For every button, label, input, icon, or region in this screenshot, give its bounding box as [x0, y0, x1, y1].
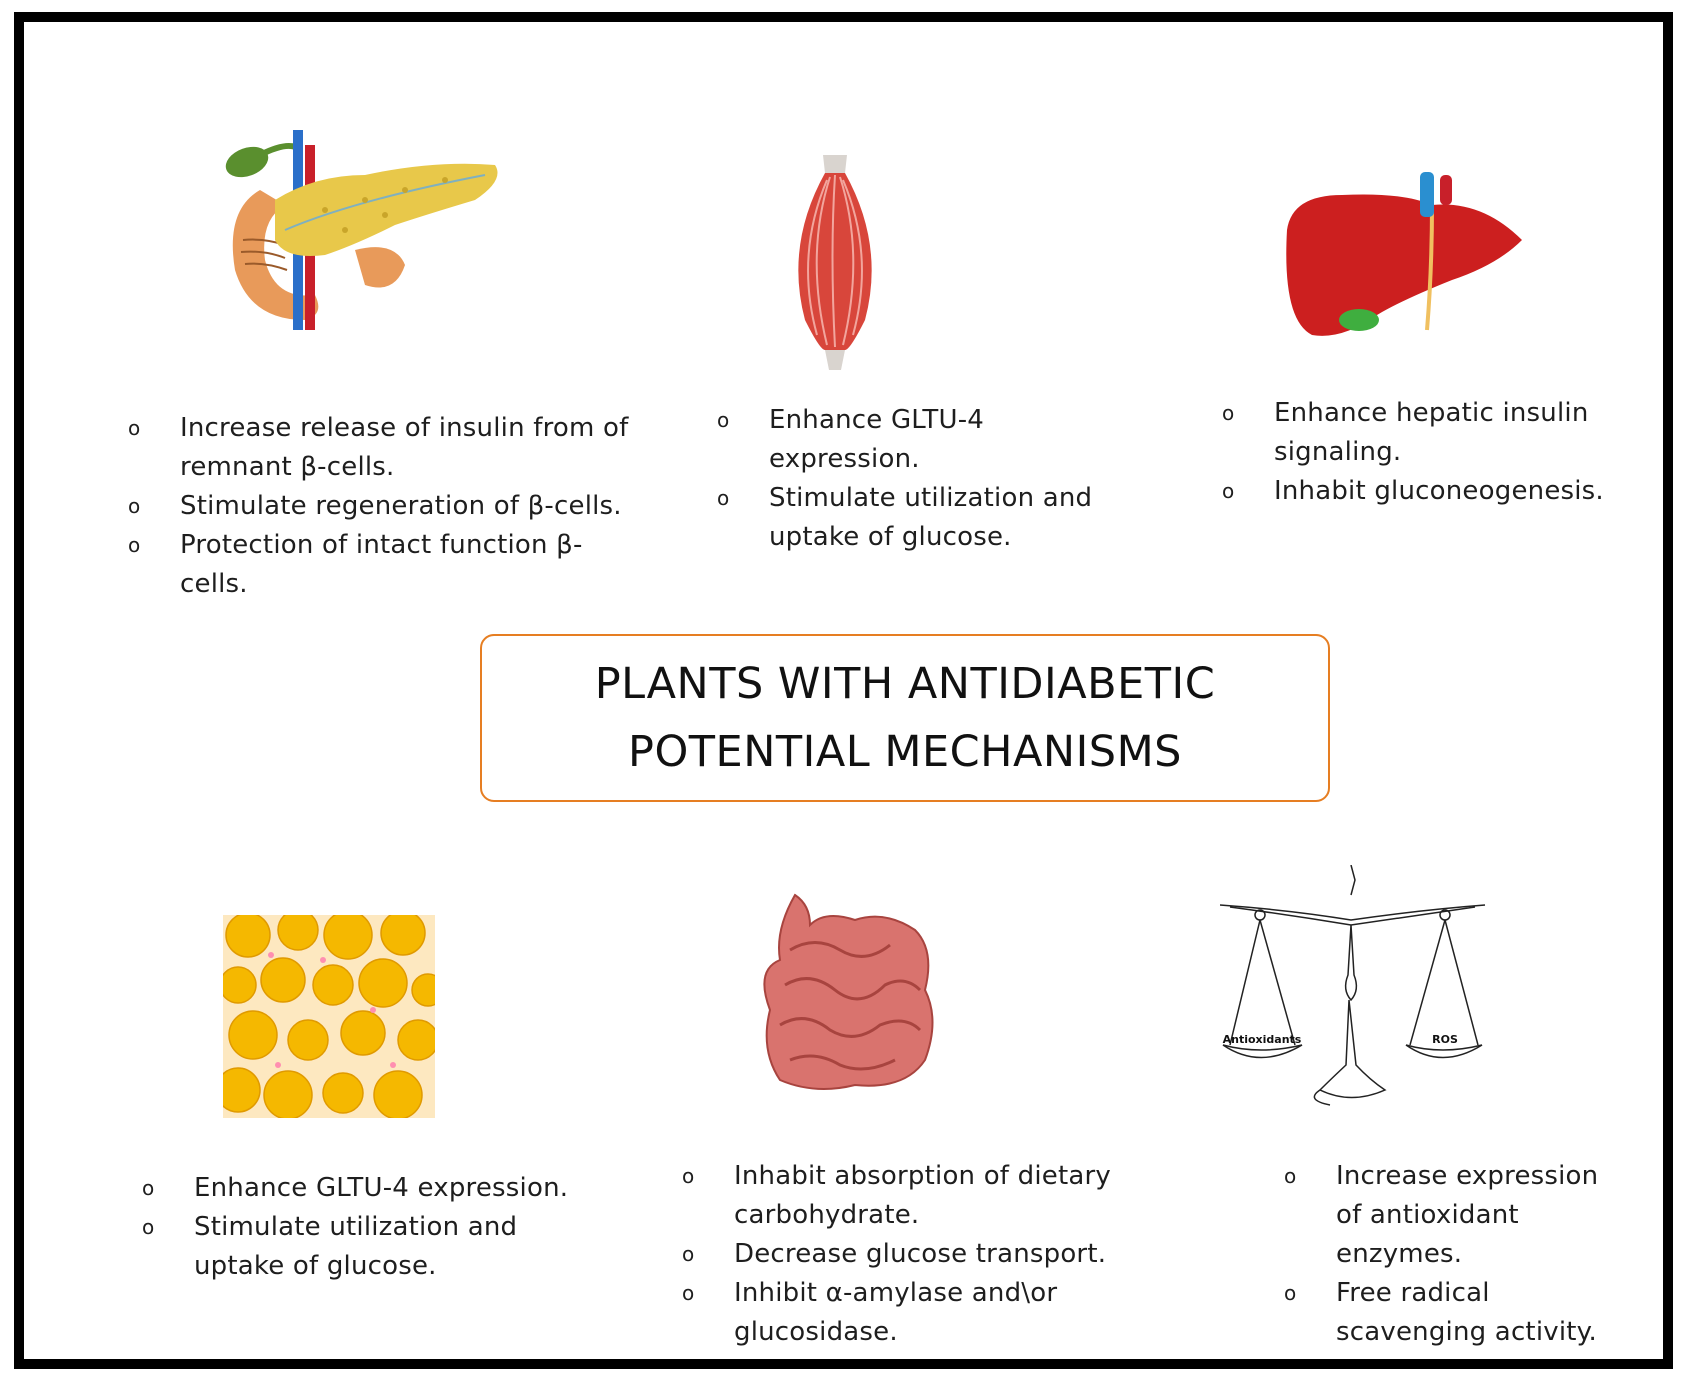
list-item: o Free radical scavenging activity. [1284, 1274, 1604, 1352]
antioxidants-pan-label: Antioxidants [1223, 1033, 1302, 1046]
list-item: o Decrease glucose transport. [682, 1235, 1222, 1274]
balance-mechanism-list: o Increase expression of antioxidant enzy… [1284, 1157, 1604, 1352]
list-item-text: Enhance GLTU-4 expression. [769, 405, 985, 474]
list-item: o Inhabit gluconeogenesis. [1222, 472, 1642, 511]
ros-pan-label: ROS [1432, 1033, 1458, 1046]
bullet-marker: o [128, 494, 141, 518]
adipose-cells-icon [215, 909, 445, 1120]
list-item-text: Inhabit gluconeogenesis. [1274, 476, 1604, 506]
list-item-text: Free radical scavenging activity. [1336, 1278, 1598, 1347]
list-item-text: Inhabit absorption of dietary carbohydra… [734, 1161, 1111, 1230]
list-item-text: Inhibit α-amylase and\or glucosidase. [734, 1278, 1058, 1347]
bullet-marker: o [1284, 1281, 1297, 1305]
bullet-marker: o [128, 416, 141, 440]
list-item-text: Decrease glucose transport. [734, 1239, 1107, 1269]
list-item: o Increase expression of antioxidant enzy… [1284, 1157, 1604, 1274]
list-item: o Inhibit α-amylase and\or glucosidase. [682, 1274, 1222, 1352]
intestine-mechanism-list: o Inhabit absorption of dietary carbohydr… [682, 1157, 1222, 1352]
list-item: o Inhabit absorption of dietary carbohydr… [682, 1157, 1222, 1235]
list-item-text: Increase release of insulin from of remn… [180, 413, 629, 482]
title-line-2: POTENTIAL MECHANISMS [628, 727, 1182, 777]
list-item: o Enhance hepatic insulin signaling. [1222, 394, 1642, 472]
list-item-text: Enhance GLTU-4 expression. [194, 1173, 569, 1203]
list-item: o Stimulate utilization and uptake of glu… [717, 479, 1137, 557]
pancreas-mechanism-list: o Increase release of insulin from of rem… [128, 409, 648, 604]
list-item-text: Stimulate utilization and uptake of gluc… [769, 483, 1093, 552]
list-item-text: Increase expression of antioxidant enzym… [1336, 1161, 1599, 1269]
list-item: o Increase release of insulin from of rem… [128, 409, 648, 487]
muscle-icon [785, 155, 885, 370]
list-item-text: Protection of intact function β-cells. [180, 530, 583, 599]
intestine-icon [755, 890, 935, 1095]
list-item: o Protection of intact function β-cells. [128, 526, 648, 604]
bullet-marker: o [682, 1281, 695, 1305]
bullet-marker: o [682, 1164, 695, 1188]
list-item: o Stimulate utilization and uptake of glu… [142, 1208, 602, 1286]
title-line-1: PLANTS WITH ANTIDIABETIC [594, 659, 1216, 709]
list-item-text: Stimulate utilization and uptake of gluc… [194, 1212, 518, 1281]
list-item: o Stimulate regeneration of β-cells. [128, 487, 648, 526]
pancreas-icon [205, 120, 505, 340]
bullet-marker: o [1284, 1164, 1297, 1188]
bullet-marker: o [717, 486, 730, 510]
title-box: PLANTS WITH ANTIDIABETIC POTENTIAL MECHA… [480, 634, 1330, 802]
list-item: o Enhance GLTU-4 expression. [142, 1169, 602, 1208]
bullet-marker: o [142, 1215, 155, 1239]
list-item-text: Stimulate regeneration of β-cells. [180, 491, 622, 521]
bullet-marker: o [1222, 401, 1235, 425]
bullet-marker: o [142, 1176, 155, 1200]
liver-icon [1282, 170, 1527, 345]
bullet-marker: o [717, 408, 730, 432]
list-item-text: Enhance hepatic insulin signaling. [1274, 398, 1589, 467]
bullet-marker: o [682, 1242, 695, 1266]
bullet-marker: o [1222, 479, 1235, 503]
balance-scale-icon: Antioxidants ROS [1219, 864, 1490, 1115]
bullet-marker: o [128, 533, 141, 557]
list-item: o Enhance GLTU-4 expression. [717, 401, 1137, 479]
